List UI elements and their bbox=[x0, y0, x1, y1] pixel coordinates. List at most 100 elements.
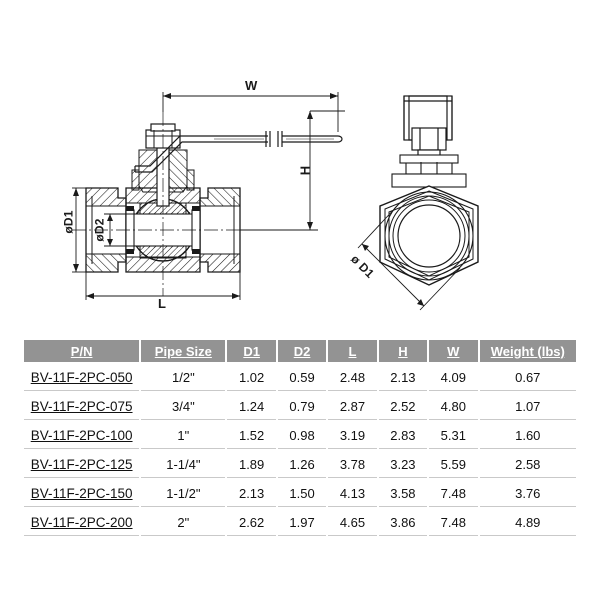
cell-weight: 2.58 bbox=[479, 451, 576, 478]
cell-h: 2.83 bbox=[378, 422, 428, 449]
cell-text: 0.59 bbox=[289, 369, 315, 385]
table-row: BV-11F-2PC-075 3/4" 1.24 0.79 2.87 2.52 4.80 1.… bbox=[24, 393, 576, 420]
table-header-row: P/N Pipe Size D1 D2 L H W Weight (lbs) bbox=[24, 340, 576, 362]
cell-text: 4.09 bbox=[440, 369, 466, 385]
cell-weight: 0.67 bbox=[479, 364, 576, 391]
cell-d1: 1.89 bbox=[227, 451, 276, 478]
dimension-D2 bbox=[104, 213, 136, 247]
cell-d1: 2.13 bbox=[227, 480, 276, 507]
cell-text: 3.58 bbox=[390, 485, 416, 501]
cell-l: 4.13 bbox=[328, 480, 377, 507]
column-header-l: L bbox=[328, 340, 377, 362]
cell-text: 2.13 bbox=[238, 485, 265, 501]
cell-text: 3.78 bbox=[339, 456, 366, 472]
cell-text: 1.07 bbox=[515, 398, 541, 414]
cell-text: 1" bbox=[177, 427, 190, 443]
dimension-label-h: H bbox=[297, 165, 313, 176]
cell-w: 4.80 bbox=[429, 393, 478, 420]
end-view bbox=[357, 95, 479, 311]
cell-text: 1.26 bbox=[289, 456, 315, 472]
cell-l: 3.19 bbox=[328, 422, 377, 449]
cell-text: 1.02 bbox=[238, 369, 265, 385]
column-header-d1: D1 bbox=[227, 340, 276, 362]
cell-pipe_size: 1" bbox=[141, 422, 226, 449]
cell-weight: 4.89 bbox=[479, 509, 576, 536]
cell-text: 4.80 bbox=[440, 398, 466, 414]
cell-pn: BV-11F-2PC-100 bbox=[24, 422, 140, 449]
drawing-svg bbox=[72, 92, 479, 311]
cell-l: 4.65 bbox=[328, 509, 377, 536]
cell-d1: 1.52 bbox=[227, 422, 276, 449]
cell-text: 2.52 bbox=[390, 398, 416, 414]
cell-text: BV-11F-2PC-075 bbox=[30, 398, 133, 414]
cell-w: 7.48 bbox=[429, 480, 478, 507]
cell-text: 4.89 bbox=[515, 514, 541, 530]
cell-weight: 3.76 bbox=[479, 480, 576, 507]
cell-d2: 1.26 bbox=[277, 451, 327, 478]
cell-w: 4.09 bbox=[429, 364, 478, 391]
cell-l: 2.87 bbox=[328, 393, 377, 420]
cell-w: 5.59 bbox=[429, 451, 478, 478]
cell-weight: 1.60 bbox=[479, 422, 576, 449]
cell-text: 3.19 bbox=[339, 427, 366, 443]
stem-and-packing bbox=[131, 127, 195, 207]
dimension-D1-end bbox=[357, 204, 461, 311]
cell-text: 1.24 bbox=[238, 398, 265, 414]
cell-text: 2.13 bbox=[390, 369, 416, 385]
cell-d2: 1.97 bbox=[277, 509, 327, 536]
cell-text: 2.58 bbox=[515, 456, 541, 472]
cell-pn: BV-11F-2PC-200 bbox=[24, 509, 140, 536]
cell-text: 4.13 bbox=[339, 485, 366, 501]
cell-text: 1-1/2" bbox=[166, 485, 201, 501]
end-view-hex-body bbox=[379, 185, 479, 286]
cell-text: BV-11F-2PC-100 bbox=[30, 427, 133, 443]
cell-text: 1.60 bbox=[515, 427, 541, 443]
dimension-D1 bbox=[72, 187, 88, 273]
cell-d1: 1.02 bbox=[227, 364, 276, 391]
cell-text: 3.86 bbox=[390, 514, 416, 530]
cell-w: 7.48 bbox=[429, 509, 478, 536]
dimension-H bbox=[240, 110, 345, 231]
cell-pipe_size: 3/4" bbox=[141, 393, 226, 420]
cell-h: 2.13 bbox=[378, 364, 428, 391]
dimension-L bbox=[85, 272, 241, 300]
dimension-label-d2: øD2 bbox=[92, 218, 107, 242]
column-header-pn: P/N bbox=[24, 340, 140, 362]
cell-text: 3.76 bbox=[515, 485, 541, 501]
cell-text: 7.48 bbox=[440, 514, 466, 530]
cell-d1: 1.24 bbox=[227, 393, 276, 420]
cell-text: 1.89 bbox=[238, 456, 265, 472]
cell-l: 2.48 bbox=[328, 364, 377, 391]
cell-d2: 0.98 bbox=[277, 422, 327, 449]
cell-pipe_size: 1/2" bbox=[141, 364, 226, 391]
cell-h: 2.52 bbox=[378, 393, 428, 420]
cell-text: 2.87 bbox=[339, 398, 366, 414]
cell-d1: 2.62 bbox=[227, 509, 276, 536]
table-row: BV-11F-2PC-100 1" 1.52 0.98 3.19 2.83 5.31 1.60 bbox=[24, 422, 576, 449]
column-header-pipe-size: Pipe Size bbox=[141, 340, 226, 362]
cell-l: 3.78 bbox=[328, 451, 377, 478]
cell-d2: 0.79 bbox=[277, 393, 327, 420]
cell-weight: 1.07 bbox=[479, 393, 576, 420]
cell-text: 5.31 bbox=[440, 427, 466, 443]
cell-text: BV-11F-2PC-125 bbox=[30, 456, 133, 472]
cell-text: 2.62 bbox=[238, 514, 265, 530]
cell-text: 2.83 bbox=[390, 427, 416, 443]
end-view-bore-circles bbox=[384, 191, 474, 281]
cell-text: 7.48 bbox=[440, 485, 466, 501]
cell-text: BV-11F-2PC-200 bbox=[30, 514, 133, 530]
cell-h: 3.23 bbox=[378, 451, 428, 478]
cell-text: 1.52 bbox=[238, 427, 265, 443]
dimension-label-l: L bbox=[158, 296, 167, 311]
cell-pn: BV-11F-2PC-075 bbox=[24, 393, 140, 420]
cell-text: 3.23 bbox=[390, 456, 416, 472]
cell-text: 2.48 bbox=[339, 369, 366, 385]
cell-text: 4.65 bbox=[339, 514, 366, 530]
dimension-W bbox=[162, 92, 339, 132]
cell-d2: 0.59 bbox=[277, 364, 327, 391]
